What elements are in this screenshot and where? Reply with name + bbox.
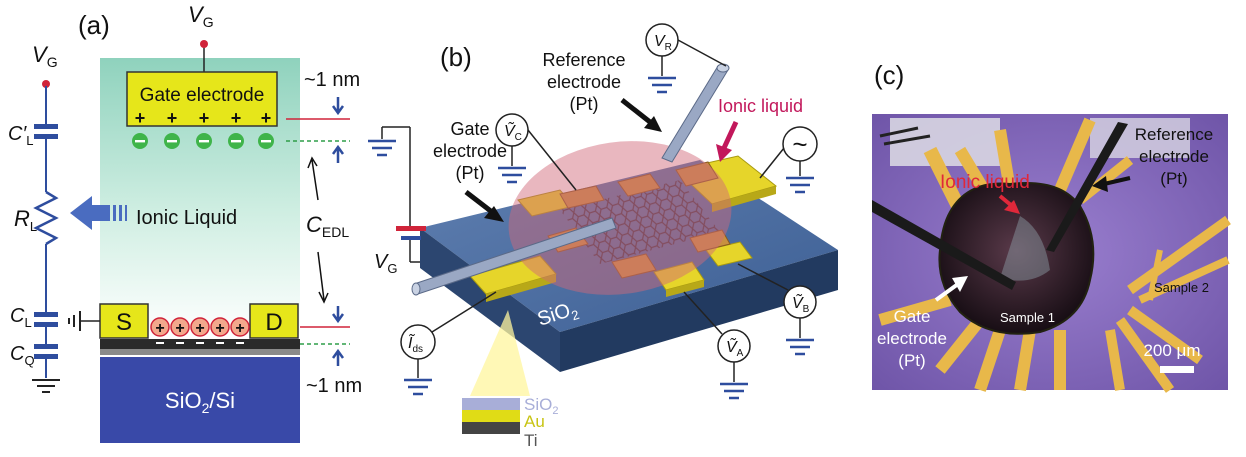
ionic-liquid-drop <box>508 141 732 295</box>
cation-row: + + + + + <box>150 317 250 337</box>
one-nm-top-label: ~1 nm <box>304 69 360 91</box>
anion-row <box>132 133 274 149</box>
reference-electrode-label-2: electrode <box>547 72 621 92</box>
gate-electrode-label-c-2: electrode <box>877 329 947 348</box>
panel-c-label: (c) <box>874 60 904 90</box>
ground-symbol-a <box>32 379 60 393</box>
substrate-label: SiO2/Si <box>165 388 235 416</box>
vg-top-label: VG <box>188 2 214 30</box>
c-l-prime-capacitor <box>34 124 58 129</box>
ground-ac <box>786 176 814 194</box>
vg-label-b: VG <box>374 251 397 276</box>
svg-text:+: + <box>155 320 164 337</box>
ground-vb <box>786 338 814 356</box>
zoom-beam <box>470 310 530 396</box>
one-nm-bottom-label: ~1 nm <box>306 375 362 397</box>
sample1-label: Sample 1 <box>1000 310 1055 325</box>
gate-electrode-label-2: electrode <box>433 141 507 161</box>
drain-electrode <box>249 303 299 339</box>
r-l-label: RL <box>14 206 37 234</box>
legend-sio2-layer <box>462 398 520 410</box>
si-label: Si <box>582 365 600 387</box>
scale-bar <box>1160 366 1194 373</box>
gate-electrode-label-c-3: (Pt) <box>898 351 925 370</box>
gate-electrode-label-c-1: Gate <box>894 307 931 326</box>
ionic-liquid-droplet <box>938 182 1095 335</box>
legend-ti-layer <box>462 422 520 434</box>
panel-a: (a) VG Gate electrode + + + + + ~1 nm <box>8 2 362 443</box>
vg-left-label: VG <box>32 42 58 70</box>
c-edl-label: CEDL <box>306 212 349 240</box>
panel-b-label: (b) <box>440 42 472 72</box>
va-label: ṼA <box>726 337 744 359</box>
svg-text:+: + <box>261 108 272 128</box>
gate-terminal-dot <box>200 40 208 48</box>
svg-text:+: + <box>231 108 242 128</box>
sio2-si-substrate <box>100 357 300 443</box>
ionic-liquid-label-c: Ionic liquid <box>940 172 1030 193</box>
c-l-capacitor <box>34 312 58 317</box>
reference-probe <box>1046 122 1128 252</box>
svg-text:+: + <box>135 108 146 128</box>
scale-bar-label: 200 μm <box>1143 341 1200 360</box>
ground-vc <box>498 166 526 184</box>
ground-ids <box>404 378 432 396</box>
legend-ti-label: Ti <box>524 431 538 450</box>
legend-sio2-label: SiO2 <box>524 395 558 417</box>
ionic-liquid-label: Ionic Liquid <box>136 207 237 229</box>
vc-label: ṼC <box>504 121 522 143</box>
ground-vg <box>368 139 396 157</box>
gate-electrode-rod <box>411 217 617 296</box>
reference-electrode-label-c-3: (Pt) <box>1160 169 1187 188</box>
c-l-label: CL <box>10 305 32 330</box>
reference-electrode-label-3: (Pt) <box>570 94 599 114</box>
panel-c: (c) <box>872 60 1231 393</box>
gate-electrode <box>126 71 278 127</box>
ground-vr <box>648 76 676 94</box>
panel-b: (b) SiO2 Si <box>368 23 838 450</box>
gate-electrode-label-3: (Pt) <box>456 163 485 183</box>
svg-text:+: + <box>175 320 184 337</box>
c-q-capacitor <box>34 344 58 349</box>
gate-plus-row: + + + + + <box>135 108 272 128</box>
vr-label: VR <box>654 33 672 53</box>
vg-battery <box>396 226 426 231</box>
svg-text:+: + <box>167 108 178 128</box>
reference-electrode-label-1: Reference <box>542 50 625 70</box>
reference-electrode-label-c-2: electrode <box>1139 147 1209 166</box>
c-q-label: CQ <box>10 343 35 368</box>
svg-text:+: + <box>235 320 244 337</box>
ionic-liquid-label-b: Ionic liquid <box>718 96 803 116</box>
drain-label: D <box>265 309 282 336</box>
ground-va <box>720 382 748 400</box>
ids-label: Ĩds <box>408 333 423 355</box>
legend-au-label: Au <box>524 412 545 431</box>
svg-text:+: + <box>195 320 204 337</box>
ac-source-symbol: ~ <box>792 129 807 159</box>
svg-text:+: + <box>199 108 210 128</box>
reference-electrode-rod <box>661 63 730 163</box>
source-label: S <box>116 309 132 336</box>
r-l-resistor <box>33 190 59 246</box>
reference-electrode-label-c-1: Reference <box>1135 125 1213 144</box>
sample2-label: Sample 2 <box>1154 280 1209 295</box>
vb-label: ṼB <box>792 293 810 315</box>
legend-au-layer <box>462 410 520 422</box>
rl-coupling-arrow <box>70 196 127 230</box>
gate-probe <box>872 200 1016 290</box>
gate-electrode-label: Gate electrode <box>140 85 265 106</box>
panel-a-label: (a) <box>78 10 110 40</box>
channel-minus-row <box>156 342 244 344</box>
c-l-prime-label: C′L <box>8 123 33 148</box>
svg-text:+: + <box>215 320 224 337</box>
gate-electrode-label-1: Gate <box>450 119 489 139</box>
